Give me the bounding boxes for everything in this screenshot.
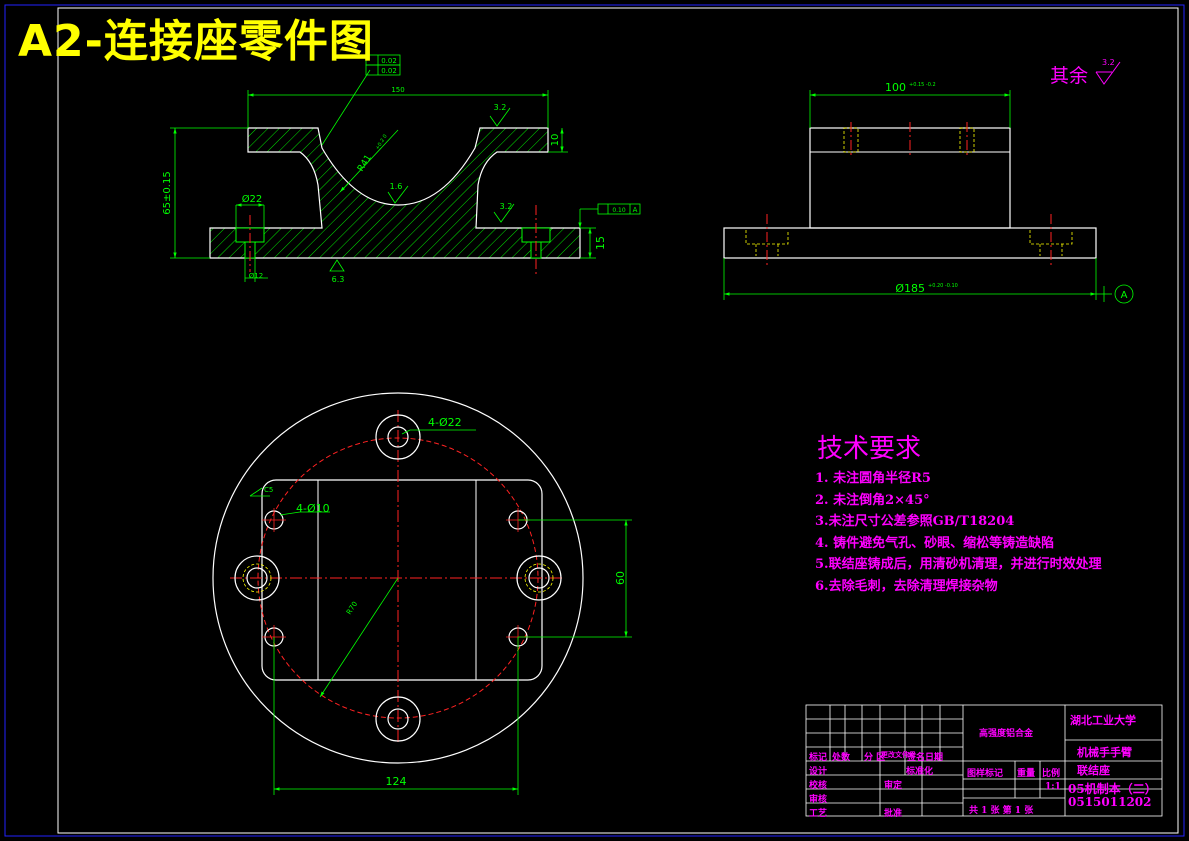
tech-req-item: 2. 未注倒角2×45° <box>815 492 930 508</box>
tb-part-line2: 联结座 <box>1077 764 1110 777</box>
tb-material: 高强度铝合金 <box>979 729 1034 739</box>
tb-row-label: 校核 <box>809 781 828 791</box>
dim-plan-holes-small: 4-Ø10 <box>296 502 330 515</box>
tb-part-line1: 机械手手臂 <box>1077 746 1132 759</box>
tb-header: 分 区 <box>864 753 886 763</box>
side-view <box>723 90 1134 304</box>
plan-view <box>212 392 632 795</box>
rough-d: 6.3 <box>332 275 345 284</box>
tech-req-item: 5.联结座铸成后，用清砂机清理，并进行时效处理 <box>815 557 1102 572</box>
tb-col-label: 图样标记 <box>967 769 1004 779</box>
dim-plan-chamfer: C5 <box>264 486 273 494</box>
tb-mid-label: 标准化 <box>906 767 934 777</box>
tb-header: 签名 <box>907 753 926 763</box>
dim-front-base: 15 <box>594 236 607 250</box>
surface-note-value: 3.2 <box>1102 58 1115 67</box>
drawing-title: A2-连接座零件图 <box>18 16 374 67</box>
tb-sheet-info: 共 1 张 第 1 张 <box>969 806 1034 816</box>
tb-class: 05机制本（二） <box>1068 782 1157 796</box>
dim-hole-bot: Ø12 <box>249 272 263 280</box>
outer-border <box>4 4 1185 837</box>
tb-scale: 1:1 <box>1045 782 1061 792</box>
tb-col-label: 重量 <box>1017 769 1036 779</box>
dim-hole-top: Ø22 <box>242 193 263 205</box>
tech-req-item: 1. 未注圆角半径R5 <box>815 471 931 486</box>
rough-b: 1.6 <box>390 182 403 191</box>
datum-circle <box>1114 284 1134 304</box>
surface-note: 其余 3.2 <box>1050 58 1122 88</box>
tb-row-label: 设计 <box>809 767 828 777</box>
tb-header: 更改文件号 <box>881 750 916 759</box>
dim-front-width: 150 <box>391 86 404 94</box>
tb-university: 湖北工业大学 <box>1070 714 1136 727</box>
title-block <box>805 704 1163 817</box>
tb-header: 处数 <box>832 753 851 763</box>
roughness-icon <box>1095 61 1121 85</box>
side-view-labels: 100 +0.15 -0.2 Ø185 +0.20 -0.10 A <box>885 81 1128 301</box>
dim-side-width-tol: +0.15 -0.2 <box>909 82 936 88</box>
dim-plan-radius: R70 <box>345 600 359 616</box>
tb-header: 标记 <box>809 753 828 763</box>
tb-mid-label: 审定 <box>884 781 903 791</box>
inner-border <box>57 7 1179 834</box>
tech-req-item: 3.未注尺寸公差参照GB/T18204 <box>815 514 1015 529</box>
datum-label: A <box>1121 290 1128 301</box>
tech-req-heading: 技术要求 <box>817 434 922 464</box>
gdt-side-ref: A <box>633 206 638 214</box>
gdt-top-1: 0.02 <box>381 57 397 65</box>
front-section-view <box>170 54 641 282</box>
tb-mid-label: 批准 <box>884 809 903 819</box>
gdt-side: 0.10 <box>612 207 626 214</box>
tb-col-label: 比例 <box>1042 769 1061 779</box>
dim-side-dia-tol: +0.20 -0.10 <box>928 283 958 289</box>
rough-a: 3.2 <box>494 103 507 112</box>
dim-plan-width: 124 <box>386 775 407 788</box>
dim-side-width: 100 <box>885 81 906 94</box>
tb-row-label: 审核 <box>809 795 828 805</box>
rough-c: 3.2 <box>500 202 513 211</box>
dim-plan-holes-big: 4-Ø22 <box>428 416 462 429</box>
tech-req-item: 4. 铸件避免气孔、砂眼、缩松等铸造缺陷 <box>815 535 1055 551</box>
dim-front-height: 65±0.15 <box>162 171 173 214</box>
tb-header: 日期 <box>925 753 944 763</box>
dim-front-flange: 10 <box>550 134 561 147</box>
tech-req-item: 6.去除毛刺，去除清理焊接杂物 <box>815 578 998 594</box>
front-view-labels: 150 65±0.15 10 15 Ø22 Ø12 R41 +0.2 0 3.2… <box>162 57 638 284</box>
surface-note-prefix: 其余 <box>1050 65 1089 87</box>
tb-row-label: 工艺 <box>809 809 828 819</box>
tech-req-list: 1. 未注圆角半径R5 2. 未注倒角2×45° 3.未注尺寸公差参照GB/T1… <box>815 468 1125 597</box>
tb-student-id: 0515011202 <box>1068 795 1152 809</box>
dim-side-dia: Ø185 <box>895 282 925 295</box>
dim-front-radius: R41 <box>356 153 374 173</box>
dim-plan-height: 60 <box>614 571 627 585</box>
gdt-top-2: 0.02 <box>381 67 397 75</box>
